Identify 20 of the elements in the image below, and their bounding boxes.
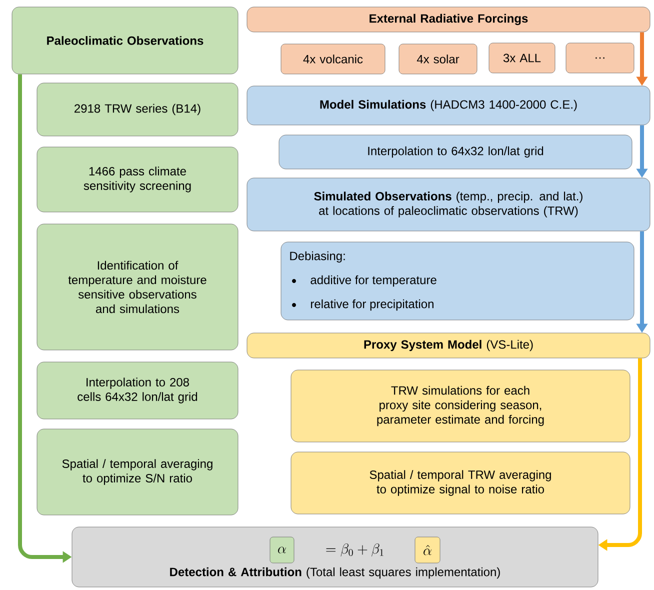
process-box: Spatial / temporal TRW averaging to optimize signal to noise ratio bbox=[290, 452, 630, 514]
formula-box: $\hat{\alpha}$ bbox=[414, 536, 440, 564]
process-box: Identification of temperature and moisture sensitive observations and simulations bbox=[36, 224, 238, 350]
process-box: Spatial / temporal averaging to optimize S/N ratio bbox=[36, 428, 238, 516]
heading-box: External Radiative Forcings bbox=[246, 6, 650, 32]
process-box: Debiasing: additive for temperature relative for precipitation bbox=[280, 242, 634, 320]
forcing-box: 4x volcanic bbox=[280, 44, 386, 74]
process-box: Interpolation to 208 cells 64x32 lon/lat grid bbox=[36, 362, 238, 420]
process-box: TRW simulations for each proxy site considering season, parameter estimate and forcing bbox=[290, 370, 630, 442]
process-box: Simulated Observations (temp., precip. and lat.) at locations of paleoclimatic observations (TRW) bbox=[246, 178, 650, 232]
process-box: 2918 TRW series (B14) bbox=[36, 82, 238, 136]
process-box: 1466 pass climate sensitivity screening bbox=[36, 146, 238, 212]
forcing-box: 3x ALL bbox=[488, 42, 556, 74]
process-box: Interpolation to 64x32 lon/lat grid bbox=[278, 134, 632, 170]
formula-box: $\alpha$ bbox=[270, 536, 294, 564]
process-box: Model Simulations (HADCM3 1400-2000 C.E.) bbox=[246, 86, 650, 126]
process-box: Proxy System Model (VS-Lite) bbox=[246, 332, 650, 358]
forcing-box: … bbox=[566, 42, 634, 74]
forcing-box: 4x solar bbox=[398, 44, 478, 74]
heading-box: Paleoclimatic Observations bbox=[12, 6, 238, 74]
